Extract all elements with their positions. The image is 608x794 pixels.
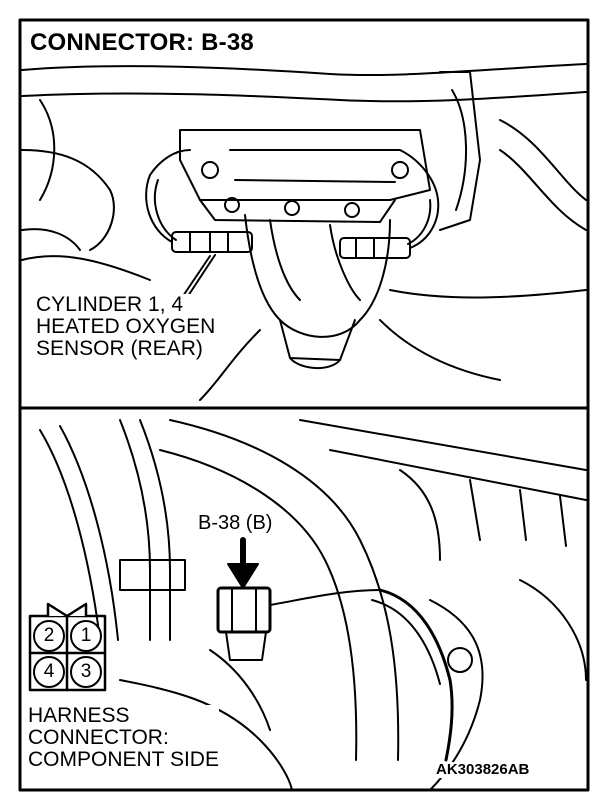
pin-diagram-housing	[28, 602, 107, 692]
connector-callout: B-38 (B)	[198, 512, 273, 534]
oxygen-sensor-label-line1: CYLINDER 1, 4	[36, 293, 184, 316]
oxygen-sensor-label-line3: SENSOR (REAR)	[36, 337, 203, 361]
harness-label-line3: COMPONENT SIDE	[28, 748, 219, 772]
oxygen-sensor-label: CYLINDER 1, 4 HEATED OXYGEN SENSOR (REAR…	[36, 293, 216, 361]
page-title: CONNECTOR: B-38	[30, 29, 254, 56]
top-panel-drawing	[21, 63, 587, 401]
harness-connector-label: HARNESS CONNECTOR: COMPONENT SIDE	[28, 704, 219, 772]
connector-pin-1: 1	[70, 620, 102, 652]
connector-pin-2: 2	[33, 620, 65, 652]
connector-pin-4: 4	[33, 656, 65, 688]
bottom-panel-drawing	[39, 419, 587, 791]
figure-code: AK303826AB	[436, 761, 530, 778]
connector-pin-3: 3	[70, 656, 102, 688]
harness-label-line1: HARNESS	[28, 704, 130, 727]
harness-label-line2: CONNECTOR:	[28, 726, 169, 750]
oxygen-sensor-label-line2: HEATED OXYGEN	[36, 315, 216, 339]
outer-frame	[18, 18, 590, 792]
